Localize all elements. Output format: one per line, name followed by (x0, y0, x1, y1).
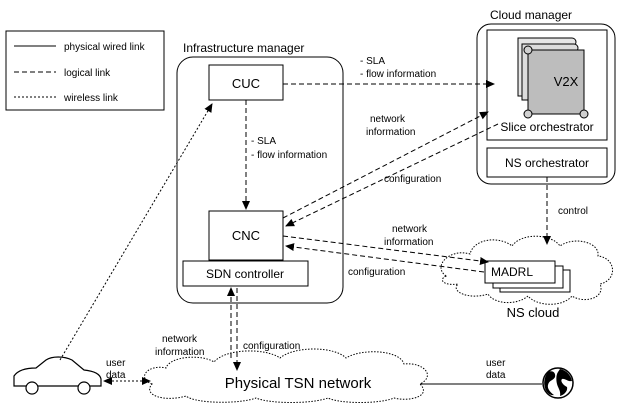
configuration-label-slice: configuration (384, 174, 441, 185)
network-info-label-tsn-2: information (155, 347, 204, 358)
cloud-manager-title: Cloud manager (490, 8, 572, 22)
cnc-to-slice-network-info-link (282, 111, 489, 219)
user-data-label-car-1: user (106, 358, 126, 369)
configuration-label-madrl: configuration (348, 267, 405, 278)
cnc-label: CNC (232, 228, 260, 243)
ns-cloud-label: NS cloud (507, 305, 560, 320)
flow-information-label-top: - flow information (360, 69, 436, 80)
infrastructure-manager-title: Infrastructure manager (183, 41, 304, 55)
v2x-label: V2X (554, 74, 579, 89)
slice-orchestrator-label: Slice orchestrator (500, 120, 593, 134)
madrl-label: MADRL (491, 265, 533, 279)
cnc-box (208, 210, 284, 261)
sdn-controller-box (182, 260, 309, 287)
links (59, 80, 551, 385)
sdn-controller-label: SDN controller (206, 267, 284, 281)
globe-icon (542, 367, 574, 399)
car-icon (13, 356, 102, 395)
tsn-cloud-shape (144, 348, 428, 403)
user-data-label-car-2: data (106, 370, 126, 381)
network-info-label-madrl-1: network (392, 224, 428, 235)
cnc-to-madrl-network-info-link (282, 235, 489, 265)
legend-box (5, 30, 165, 111)
user-data-label-globe-1: user (486, 358, 506, 369)
infrastructure-manager: Infrastructure manager CUC CNC SDN contr… (176, 41, 344, 304)
v2x-scroll-icon (517, 37, 589, 119)
madrl-to-cnc-configuration-link (285, 243, 485, 273)
slice-to-cnc-configuration-link (285, 123, 499, 227)
network-info-label-slice-2: information (366, 127, 415, 138)
legend-wireless-label: wireless link (63, 93, 119, 104)
sla-label-top: - SLA (360, 56, 385, 67)
configuration-label-tsn: configuration (243, 341, 300, 352)
flow-information-label-mid: - flow information (251, 150, 327, 161)
legend-physical-label: physical wired link (64, 42, 146, 53)
ns-cloud: MADRL NS cloud (440, 235, 613, 320)
tsn-network-label: Physical TSN network (225, 375, 372, 392)
tsn-network: Physical TSN network (144, 348, 428, 403)
ns-orchestrator-label: NS orchestrator (505, 156, 589, 170)
madrl-box (484, 260, 556, 284)
user-data-label-globe-2: data (486, 370, 506, 381)
network-info-label-tsn-1: network (162, 334, 198, 345)
legend-logical-label: logical link (64, 68, 111, 79)
car-to-cuc-wireless-link (59, 103, 213, 361)
ns-orchestrator-box (486, 147, 608, 178)
legend: physical wired link logical link wireles… (5, 30, 165, 111)
control-label: control (558, 206, 588, 217)
sla-label-mid: - SLA (251, 136, 276, 147)
link-labels: - SLA - flow information - SLA - flow in… (106, 56, 588, 381)
network-info-label-madrl-2: information (384, 237, 433, 248)
cloud-manager: Cloud manager V2X Slice orchestrator NS … (476, 8, 616, 185)
network-info-label-slice-1: network (370, 114, 406, 125)
cuc-label: CUC (232, 76, 260, 91)
